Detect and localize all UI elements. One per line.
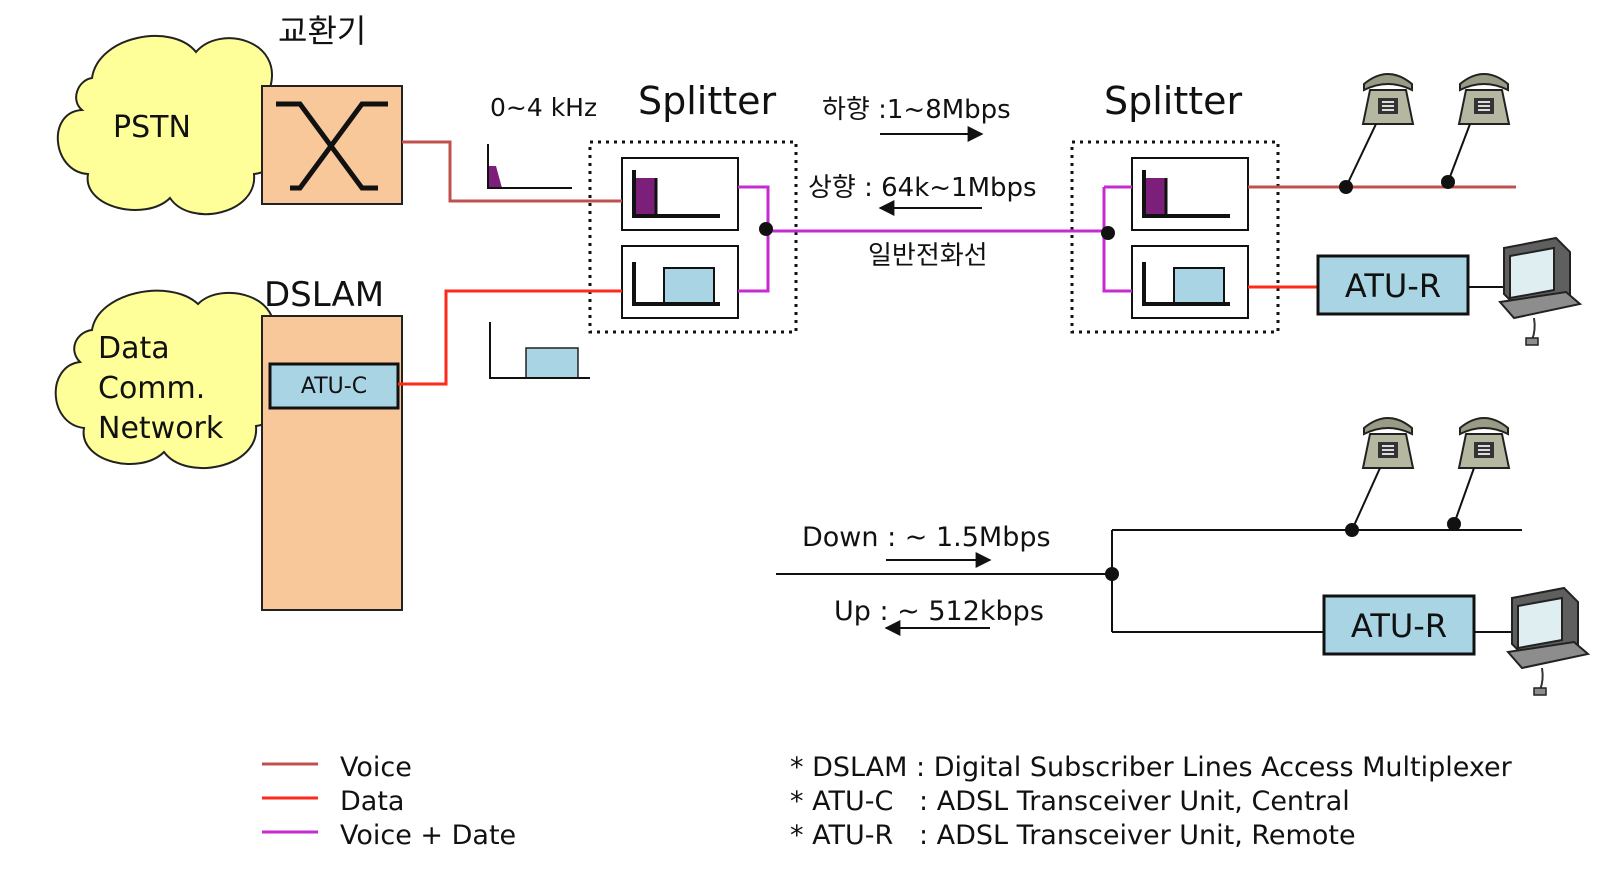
junction-dot-left [759, 222, 773, 236]
dslam-box [261, 315, 403, 611]
atu-r-bottom-box [1322, 594, 1476, 656]
upstream-rate-kr: 상향 : 64k~1Mbps [808, 173, 1037, 203]
splitter-left-title: Splitter [638, 79, 777, 123]
telephone-icon [1362, 417, 1414, 469]
atu-r-bottom-label: ATU-R [1351, 607, 1447, 645]
telephone-icon [1362, 73, 1414, 125]
legend-combined-label: Voice + Date [340, 820, 516, 851]
legend: Voice Data Voice + Date [262, 752, 516, 851]
phone-drop-line [1447, 123, 1471, 183]
definition-atu-r: * ATU-R : ADSL Transceiver Unit, Remote [790, 820, 1356, 851]
data-spectrum-sketch [489, 322, 590, 379]
computer-icon [1507, 587, 1589, 696]
phone-drop-line [1453, 467, 1475, 525]
splitter-right-box [1070, 140, 1280, 334]
pstn-cloud [57, 35, 290, 216]
legend-data-label: Data [340, 786, 404, 817]
voice-spectrum-sketch [487, 144, 572, 189]
atu-c-box [268, 362, 400, 410]
telephone-icon [1458, 417, 1510, 469]
splitter-right-title: Splitter [1104, 79, 1243, 123]
downstream-rate-kr: 하향 :1~8Mbps [822, 95, 1011, 125]
legend-voice-label: Voice [340, 752, 412, 783]
voice-line-exchange-to-splitter [402, 140, 622, 203]
junction-dot-right [1101, 226, 1115, 240]
atu-r-top-box [1316, 254, 1470, 316]
combined-line-right-splitter [1102, 185, 1132, 293]
definition-atu-c: * ATU-C : ADSL Transceiver Unit, Central [790, 786, 1350, 817]
downstream-rate-en: Down : ~ 1.5Mbps [802, 522, 1051, 553]
phone-tap-dot [1345, 523, 1359, 537]
phone-drop-line [1351, 467, 1381, 531]
pstn-label: PSTN [113, 110, 191, 145]
telephone-icon [1458, 73, 1510, 125]
combined-line-left-splitter [738, 185, 1104, 293]
phone-tap-dot [1441, 175, 1455, 189]
data-network-cloud [54, 289, 293, 469]
upstream-rate-en: Up : ~ 512kbps [834, 596, 1044, 627]
data-network-label-line2: Comm. [98, 371, 205, 406]
crossbar-switch-icon [276, 101, 388, 191]
frequency-band-label: 0~4 kHz [490, 93, 597, 122]
phone-drop-line [1345, 123, 1377, 188]
data-network-label-line1: Data [98, 331, 170, 366]
atu-r-top-label: ATU-R [1345, 267, 1441, 305]
atu-c-label: ATU-C [301, 374, 367, 399]
phone-tap-dot [1339, 180, 1353, 194]
exchange-title: 교환기 [278, 12, 366, 50]
phone-line-label: 일반전화선 [868, 241, 988, 271]
splitter-left-box [588, 140, 798, 334]
data-network-label-line3: Network [98, 411, 224, 446]
definition-dslam: * DSLAM : Digital Subscriber Lines Acces… [790, 752, 1513, 783]
phone-tap-dot [1447, 517, 1461, 531]
data-line-atuc-to-splitter [398, 289, 622, 386]
dslam-title: DSLAM [264, 275, 384, 315]
definitions: * DSLAM : Digital Subscriber Lines Acces… [790, 752, 1513, 851]
computer-icon [1499, 237, 1581, 346]
